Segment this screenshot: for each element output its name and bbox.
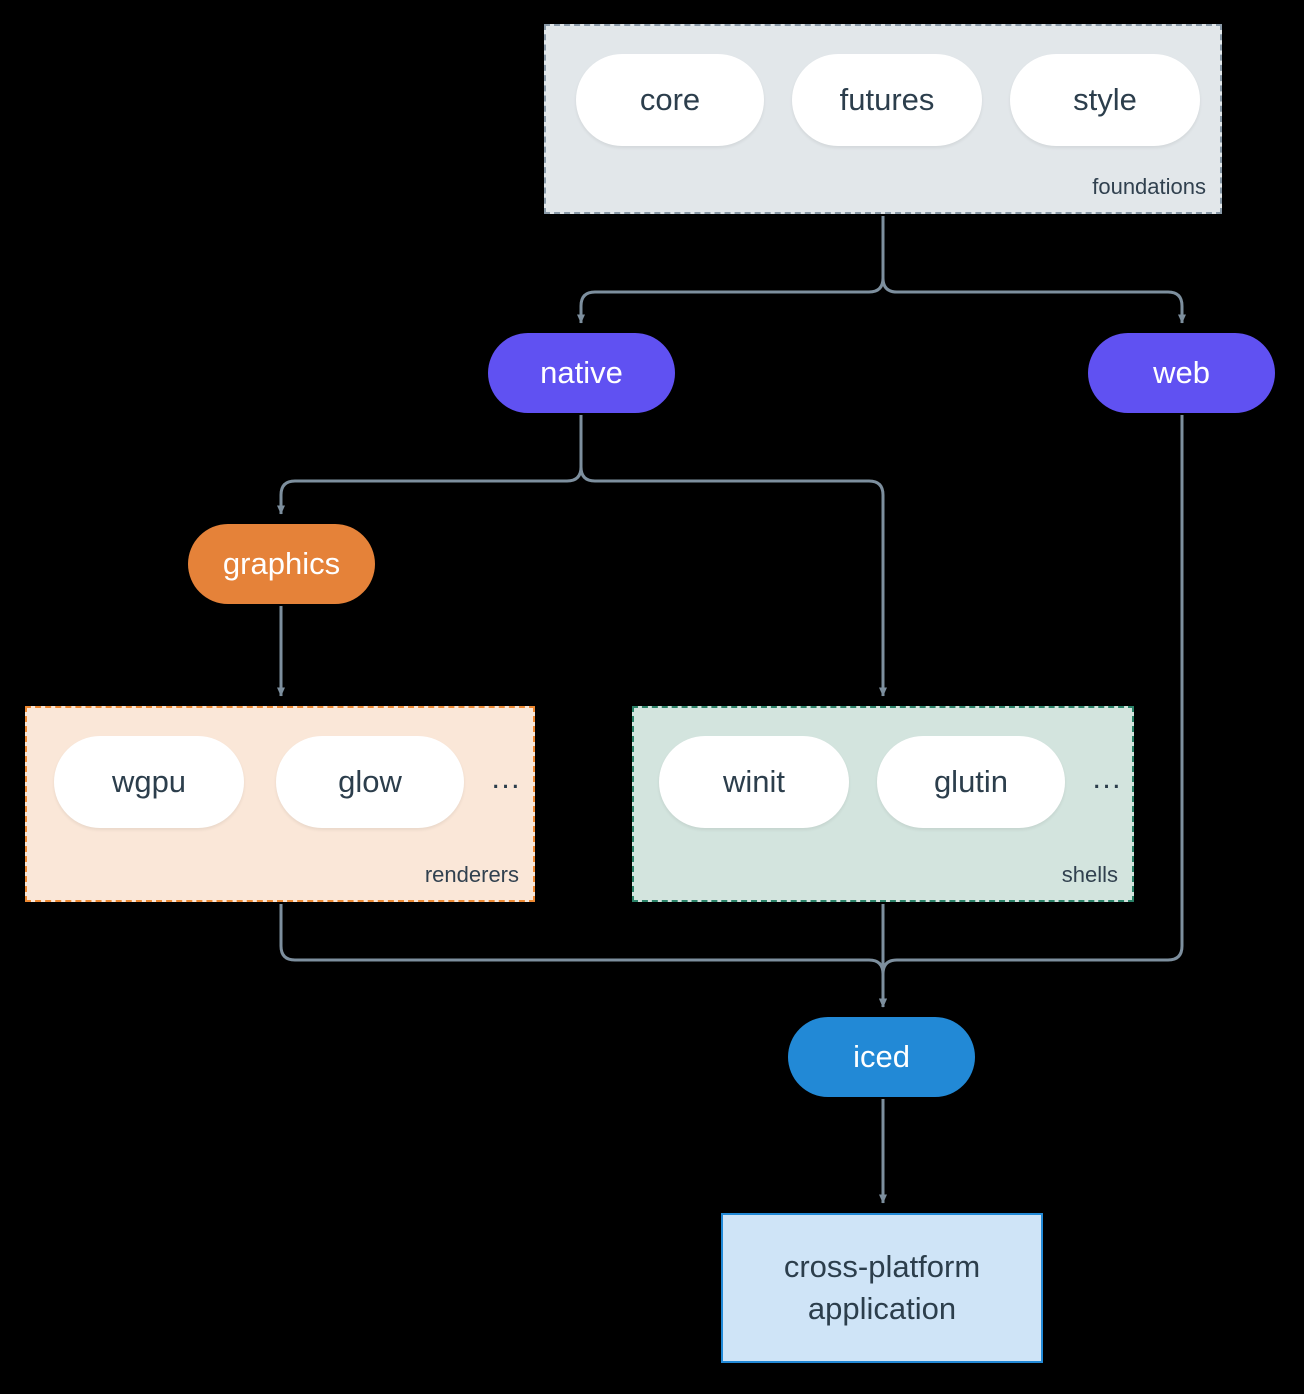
leaf-pill-core[interactable]: core — [576, 54, 764, 146]
leaf-pill-futures[interactable]: futures — [792, 54, 982, 146]
node-iced[interactable]: iced — [788, 1017, 975, 1097]
cluster-renderers: wgpu glow … renderers — [25, 706, 535, 902]
node-graphics[interactable]: graphics — [188, 524, 375, 604]
leaf-ellipsis-renderers: … — [490, 759, 522, 795]
leaf-pill-glow[interactable]: glow — [276, 736, 464, 828]
leaf-pill-winit[interactable]: winit — [659, 736, 849, 828]
leaf-ellipsis-shells: … — [1091, 759, 1123, 795]
node-native[interactable]: native — [488, 333, 675, 413]
edge-native-graphics — [277, 415, 583, 515]
app-box-line-2: application — [807, 1291, 957, 1326]
cluster-shells: winit glutin … shells — [632, 706, 1134, 902]
edge-foundations-native — [577, 216, 885, 324]
app-box-line-1: cross-platform — [783, 1249, 981, 1285]
cluster-label-foundations: foundations — [1092, 174, 1206, 199]
edge-foundations-web — [881, 216, 1186, 324]
edge-renderers-iced — [279, 904, 887, 1008]
cluster-label-renderers: renderers — [424, 862, 519, 887]
cluster-label-shells: shells — [1061, 862, 1118, 887]
node-cross-platform-application[interactable]: cross-platform application — [721, 1213, 1043, 1363]
node-web[interactable]: web — [1088, 333, 1275, 413]
leaf-pill-style[interactable]: style — [1010, 54, 1200, 146]
leaf-pill-wgpu[interactable]: wgpu — [54, 736, 244, 828]
leaf-pill-glutin[interactable]: glutin — [877, 736, 1065, 828]
edge-native-shells — [579, 415, 887, 697]
cluster-foundations: core futures style foundations — [544, 24, 1222, 214]
